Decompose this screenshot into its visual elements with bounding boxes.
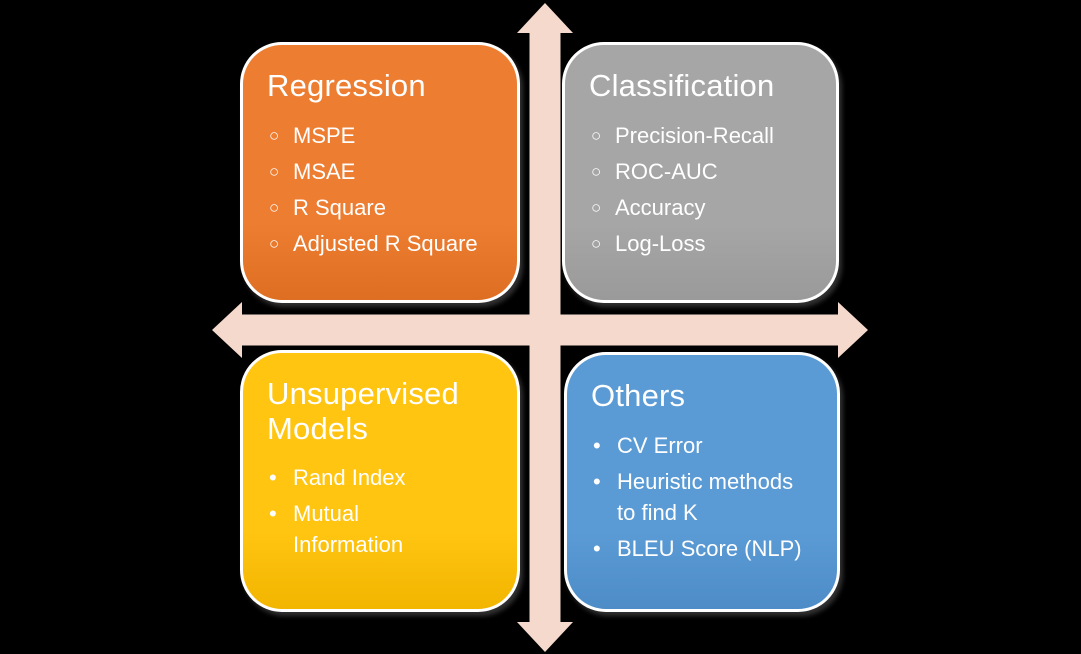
quadrant-title: Unsupervised Models [267, 376, 459, 446]
metric-label: Precision-Recall [615, 122, 774, 148]
disc-bullet-icon: • [593, 535, 601, 561]
metric-label: Accuracy [615, 194, 706, 220]
list-item: ○ MSAE [267, 156, 495, 187]
metric-label: CV Error [617, 432, 703, 458]
list-item: ○ Log-Loss [589, 228, 814, 259]
metric-label: R Square [293, 194, 386, 220]
list-item: ○ MSPE [267, 120, 495, 151]
metric-list: ○ Precision-Recall ○ ROC-AUC ○ Accuracy … [589, 120, 814, 259]
disc-bullet-icon: • [269, 501, 277, 527]
list-item: • Rand Index [267, 462, 495, 493]
open-circle-bullet-icon: ○ [591, 233, 602, 253]
metric-label: Adjusted R Square [293, 230, 478, 256]
metric-label: Mutual Information [293, 501, 404, 558]
metric-label: Rand Index [293, 465, 406, 491]
quadrant-title: Regression [267, 68, 426, 103]
metric-label: Heuristic methods to find K [617, 468, 794, 525]
open-circle-bullet-icon: ○ [269, 125, 280, 145]
open-circle-bullet-icon: ○ [591, 161, 602, 181]
metric-label: MSAE [293, 158, 356, 184]
open-circle-bullet-icon: ○ [269, 161, 280, 181]
open-circle-bullet-icon: ○ [269, 197, 280, 217]
open-circle-bullet-icon: ○ [591, 197, 602, 217]
disc-bullet-icon: • [593, 468, 601, 494]
quadrant-classification: Classification ○ Precision-Recall ○ ROC-… [562, 42, 839, 303]
list-item: • BLEU Score (NLP) [591, 533, 815, 564]
quadrant-others: Others • CV Error • Heuristic methods to… [564, 352, 840, 612]
disc-bullet-icon: • [593, 432, 601, 458]
metric-label: Log-Loss [615, 230, 706, 256]
list-item: ○ Precision-Recall [589, 120, 814, 151]
open-circle-bullet-icon: ○ [591, 125, 602, 145]
quadrant-unsupervised-models: Unsupervised Models • Rand Index • Mutua… [240, 350, 520, 612]
metric-list: ○ MSPE ○ MSAE ○ R Square ○ Adjusted R Sq… [267, 120, 495, 259]
list-item: ○ Adjusted R Square [267, 228, 495, 259]
metric-label: ROC-AUC [615, 158, 718, 184]
metric-list: • CV Error • Heuristic methods to find K… [591, 430, 815, 564]
list-item: • Mutual Information [267, 498, 495, 560]
list-item: ○ Accuracy [589, 192, 814, 223]
open-circle-bullet-icon: ○ [269, 233, 280, 253]
list-item: ○ R Square [267, 192, 495, 223]
metric-list: • Rand Index • Mutual Information [267, 462, 495, 560]
list-item: • Heuristic methods to find K [591, 466, 815, 528]
quadrant-regression: Regression ○ MSPE ○ MSAE ○ R Square ○ Ad… [240, 42, 520, 303]
disc-bullet-icon: • [269, 465, 277, 491]
quadrant-title: Others [591, 378, 686, 413]
list-item: ○ ROC-AUC [589, 156, 814, 187]
metric-label: BLEU Score (NLP) [617, 535, 802, 561]
list-item: • CV Error [591, 430, 815, 461]
metric-label: MSPE [293, 122, 356, 148]
quadrant-title: Classification [589, 68, 775, 103]
